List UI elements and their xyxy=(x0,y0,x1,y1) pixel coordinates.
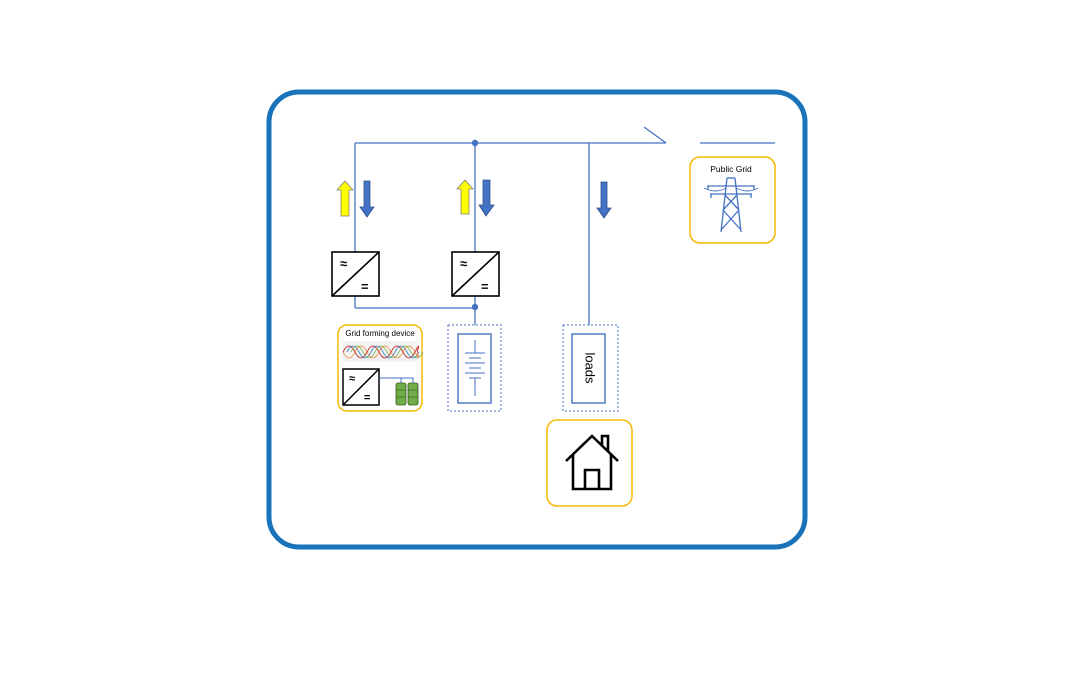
house-box xyxy=(546,419,633,507)
loads-block: loads xyxy=(562,324,619,412)
power-flow-arrows-2 xyxy=(456,179,495,217)
converter-2: ≈ = xyxy=(451,251,500,297)
dc-symbol: = xyxy=(364,392,370,404)
converter-1: ≈ = xyxy=(331,251,380,297)
house-icon xyxy=(565,434,619,491)
power-flow-arrows-1 xyxy=(336,180,375,218)
ac-symbol: ≈ xyxy=(349,373,355,385)
microgrid-frame xyxy=(266,89,808,550)
arrow-down-icon xyxy=(596,181,612,219)
arrow-down-icon xyxy=(478,179,495,217)
grid-forming-device-label: Grid forming device xyxy=(345,329,415,338)
battery-storage xyxy=(447,324,502,412)
battery-icon xyxy=(395,382,407,406)
transmission-tower-icon xyxy=(703,177,759,233)
ac-bus xyxy=(354,142,775,334)
loads-label: loads xyxy=(583,352,598,384)
public-grid-box: Public Grid xyxy=(689,156,776,244)
public-grid-label: Public Grid xyxy=(710,164,752,174)
bus-node xyxy=(471,139,479,147)
arrow-down-icon xyxy=(359,180,375,218)
grid-forming-device: Grid forming device ≈ = xyxy=(337,324,424,412)
battery-icon xyxy=(465,340,485,396)
arrow-up-icon xyxy=(456,179,474,215)
ac-symbol: ≈ xyxy=(460,256,467,271)
ac-symbol: ≈ xyxy=(340,256,347,271)
arrow-up-icon xyxy=(336,180,354,217)
dc-symbol: = xyxy=(361,279,369,294)
dc-symbol: = xyxy=(481,279,489,294)
dc-bus-node xyxy=(471,303,479,311)
open-switch-icon xyxy=(643,126,667,144)
battery-icon xyxy=(407,382,419,406)
waveform-icon xyxy=(342,341,424,362)
